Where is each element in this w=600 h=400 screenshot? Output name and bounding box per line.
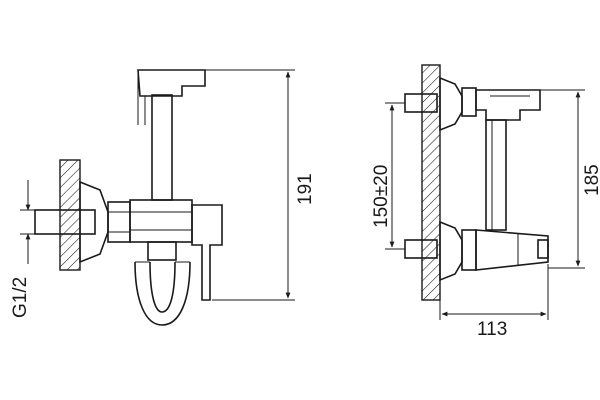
center-distance-label: 150±20 bbox=[371, 165, 392, 228]
height-left-label: 191 bbox=[295, 173, 316, 205]
riser-pipe bbox=[151, 94, 173, 201]
lower-mixer-body bbox=[475, 229, 549, 271]
vertical-body bbox=[485, 119, 507, 231]
upper-holder bbox=[475, 89, 541, 121]
left-side-view: G1/2 191 bbox=[10, 69, 316, 326]
mixer-body bbox=[129, 199, 193, 243]
wall-section-left bbox=[59, 159, 81, 271]
lever-handle bbox=[191, 204, 223, 301]
width-right-label: 113 bbox=[477, 319, 507, 340]
wall-section-right bbox=[421, 64, 441, 301]
hose-connector bbox=[147, 241, 177, 261]
lower-lever-cap bbox=[537, 239, 549, 259]
wall-flange bbox=[79, 180, 109, 264]
shower-hose bbox=[134, 261, 191, 326]
lower-flange bbox=[439, 220, 463, 282]
thread-size-label: G1/2 bbox=[10, 277, 31, 318]
inlet-pipe bbox=[34, 209, 96, 235]
upper-flange bbox=[439, 76, 463, 132]
right-front-view: 150±20 185 113 bbox=[371, 64, 600, 340]
height-right-label: 185 bbox=[582, 164, 600, 196]
eccentric-nut bbox=[107, 201, 131, 243]
hand-shower bbox=[137, 69, 206, 97]
